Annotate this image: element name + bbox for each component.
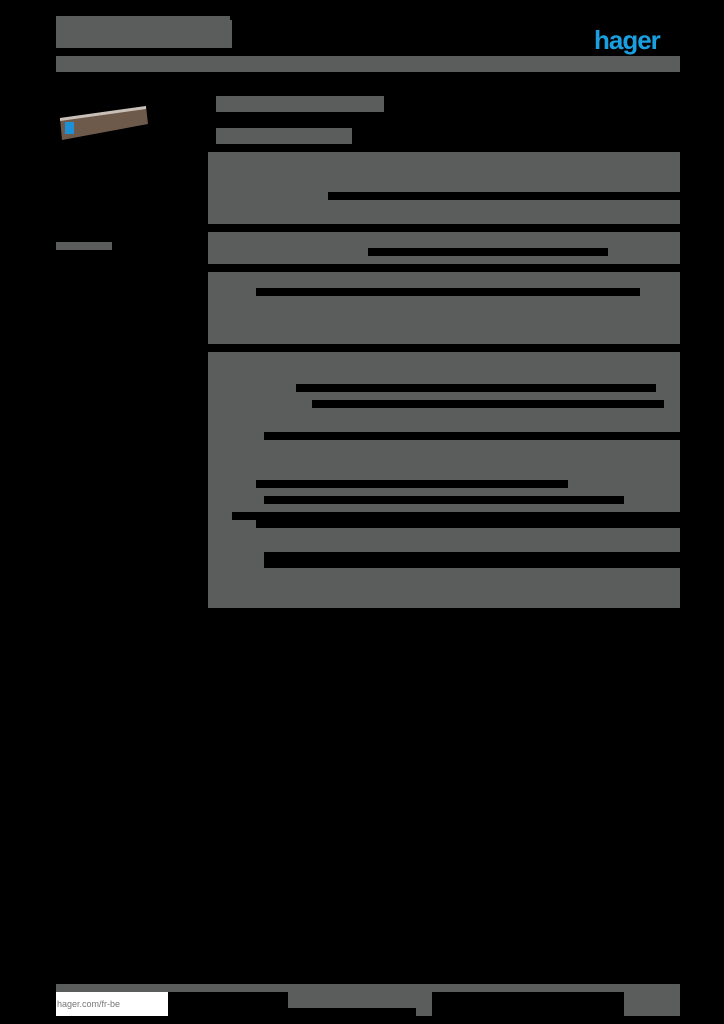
section-line-gap — [264, 496, 624, 504]
redacted-section-block — [208, 272, 680, 344]
section-line-gap — [256, 288, 640, 296]
redacted-text-block — [216, 128, 352, 144]
section-line-gap — [256, 520, 680, 528]
section-line-gap — [264, 552, 680, 568]
footer-url-link[interactable]: hager.com/fr-be — [56, 992, 168, 1016]
hager-logo: hager — [594, 25, 661, 55]
redacted-section-block — [208, 352, 680, 432]
footer-page-number-redacted — [624, 992, 680, 1016]
side-label-redacted — [56, 242, 112, 250]
product-image — [60, 106, 148, 140]
section-line-gap — [328, 192, 680, 200]
section-line-gap — [232, 512, 680, 520]
redacted-text-block — [216, 96, 384, 112]
section-line-gap — [312, 400, 664, 408]
logo-underline — [580, 62, 680, 68]
footer-center-tab — [416, 1008, 432, 1016]
section-line-gap — [296, 384, 656, 392]
section-line-gap — [256, 480, 568, 488]
section-line-gap — [264, 432, 680, 440]
section-line-gap — [368, 248, 608, 256]
redacted-text-block — [56, 56, 680, 72]
footer-center-redacted — [288, 992, 432, 1008]
redacted-text-block — [56, 20, 232, 48]
redacted-section-block — [208, 152, 680, 224]
footer-rule — [56, 984, 680, 992]
